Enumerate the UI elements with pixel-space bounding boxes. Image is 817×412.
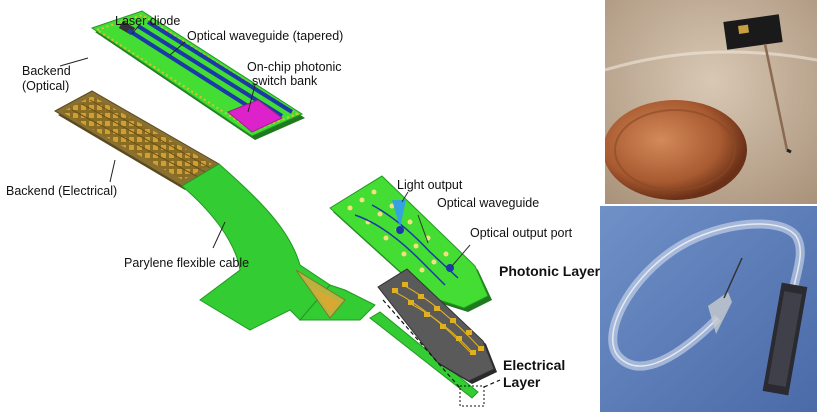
backend-electrical-board	[53, 90, 222, 190]
laser-diode-label: Laser diode	[115, 14, 181, 28]
device-schematic	[53, 10, 501, 407]
optical-waveguide-label: Optical waveguide	[437, 196, 540, 210]
light-cone	[392, 200, 406, 228]
waveguide-3	[146, 20, 294, 114]
switch-bank-label-line2: switch bank	[252, 74, 318, 88]
shank	[369, 311, 479, 399]
flexible-device-photo	[600, 206, 817, 412]
device-on-penny-photo	[605, 0, 817, 204]
backend-optical-label-line1: Backend	[22, 64, 71, 78]
photonic-switch-bank	[227, 99, 283, 133]
electrical-layer-label-line2: Layer	[503, 374, 541, 390]
leader-lines	[59, 23, 256, 249]
electrical-layer-label-line1: Electrical	[503, 357, 566, 373]
backend-electrical-label: Backend (Electrical)	[6, 184, 118, 198]
photonic-layer-label: Photonic Layer	[499, 263, 601, 279]
light-output-label: Light output	[397, 178, 463, 192]
parylene-cable-label: Parylene flexible cable	[124, 256, 250, 270]
backend-optical-label-line2: (Optical)	[22, 79, 70, 93]
zoom-indicator	[382, 299, 501, 407]
photonic-layer-shank	[329, 175, 492, 312]
optical-waveguide-tapered-label: Optical waveguide (tapered)	[187, 29, 344, 43]
parylene-cable	[181, 163, 479, 399]
switch-bank-label-line1: On-chip photonic	[247, 60, 342, 74]
output-port-1	[396, 226, 404, 234]
electrical-layer-shank	[377, 268, 497, 384]
optical-output-port-label: Optical output port	[470, 226, 573, 240]
